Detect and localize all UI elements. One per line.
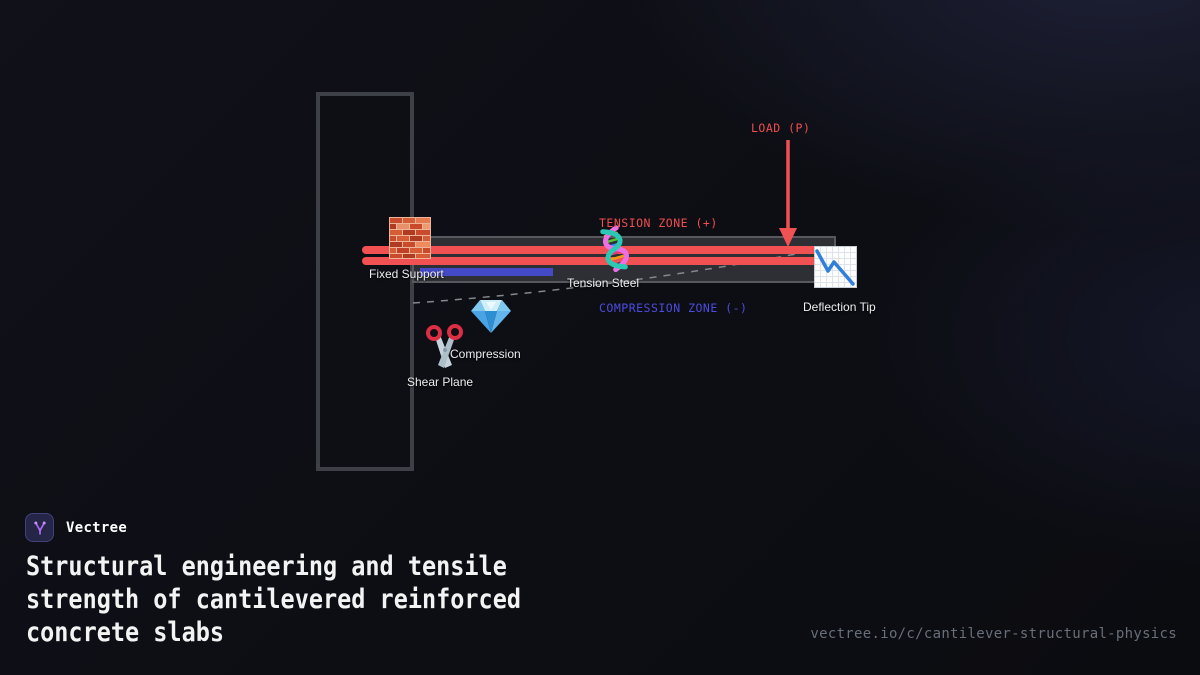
- load-label: LOAD (P): [751, 121, 811, 135]
- title-line-2: strength of cantilevered reinforced: [26, 584, 521, 615]
- tension-zone-label: TENSION ZONE (+): [599, 216, 718, 230]
- compression-zone-label: COMPRESSION ZONE (-): [599, 301, 748, 315]
- diamond-icon: [471, 300, 511, 333]
- title-line-1: Structural engineering and tensile: [26, 551, 507, 582]
- fixed-support-label: Fixed Support: [369, 267, 444, 281]
- load-arrow: [779, 140, 797, 247]
- brand-name: Vectree: [66, 520, 128, 536]
- page-title: Structural engineering and tensile stren…: [26, 550, 521, 649]
- scissors-icon: [426, 324, 463, 368]
- shear-plane-label: Shear Plane: [407, 375, 474, 389]
- support-column: [316, 92, 414, 471]
- rebar-line-bottom: [362, 257, 838, 265]
- footer-url: vectree.io/c/cantilever-structural-physi…: [810, 626, 1177, 642]
- vectree-logo-icon: [33, 521, 46, 535]
- compression-label: Compression: [450, 347, 521, 361]
- brand-logo: [25, 513, 54, 542]
- deflection-tip-label: Deflection Tip: [803, 300, 876, 314]
- rebar-line-top: [362, 246, 832, 254]
- tension-steel-label: Tension Steel: [567, 276, 640, 290]
- support-bar: [420, 268, 553, 276]
- title-line-3: concrete slabs: [26, 617, 224, 648]
